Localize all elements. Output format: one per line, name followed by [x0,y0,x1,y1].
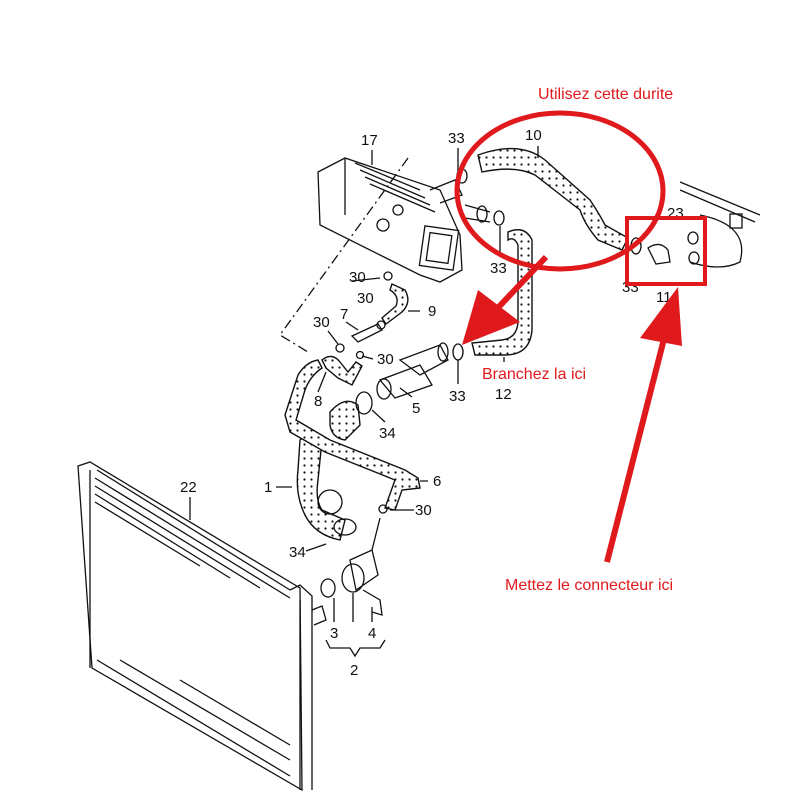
part-label-30: 30 [349,269,366,286]
hose-12 [471,229,533,356]
note-use-hose: Utilisez cette durite [538,86,673,103]
part-label-34: 34 [289,544,306,561]
note-plug-here: Branchez la ici [482,366,586,383]
part-label-33: 33 [622,279,639,296]
arrow-to-plug-point [462,254,549,345]
part-label-2: 2 [350,662,358,679]
hose-34-upper [329,400,361,441]
part-label-6: 6 [433,473,441,490]
part-label-10: 10 [525,127,542,144]
annotations: Utilisez cette durite Branchez la ici Me… [454,86,707,594]
note-connector-here: Mettez le connecteur ici [505,577,673,594]
part-label-8: 8 [314,393,322,410]
part-label-22: 22 [180,479,197,496]
part-label-4: 4 [368,625,376,642]
part-label-30: 30 [377,351,394,368]
hose-8 [321,355,363,386]
part-label-33: 33 [449,388,466,405]
egr-cooler-17 [317,157,491,283]
hose-6 [284,359,421,511]
part-label-30: 30 [357,290,374,307]
fittings [317,168,700,616]
arrow-to-connector [604,287,682,563]
part-label-34: 34 [379,425,396,442]
radiator-22 [77,461,327,792]
part-label-30: 30 [415,502,432,519]
hoses [284,147,629,541]
hose-9 [381,283,409,326]
part-label-3: 3 [330,625,338,642]
part-label-33: 33 [448,130,465,147]
part-label-1: 1 [264,479,272,496]
part-labels: 17 33 10 23 33 33 11 30 30 7 9 30 30 33 … [180,127,684,679]
part-label-12: 12 [495,386,512,403]
highlight-ellipse [454,110,666,272]
dash-line [279,157,409,353]
part-label-33: 33 [490,260,507,277]
part-label-17: 17 [361,132,378,149]
engine-block-outline [679,181,761,268]
leader-lines [189,146,539,658]
part-label-9: 9 [428,303,436,320]
part-label-7: 7 [340,306,348,323]
part-label-30: 30 [313,314,330,331]
part-label-5: 5 [412,400,420,417]
highlight-rectangle [625,216,707,286]
